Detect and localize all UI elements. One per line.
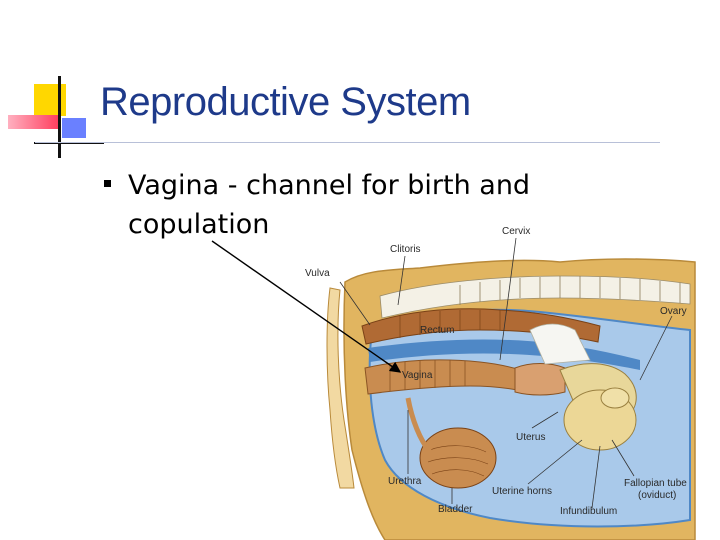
label-bladder: Bladder [438,504,473,515]
broad-ligament [529,323,591,365]
slide-title: Reproductive System [100,80,471,124]
ovary [600,387,630,409]
label-fallopian-tube: Fallopian tube [624,478,687,489]
deco-red-bar [8,115,58,129]
label-clitoris: Clitoris [390,244,421,255]
label-vagina: Vagina [402,370,433,381]
urethra [405,397,432,454]
bullet-text: Vagina - channel for birth and copulatio… [128,170,531,240]
rectum [361,308,601,345]
deco-blue-square [62,118,86,138]
reproductive-anatomy-diagram: Clitoris Cervix Vulva Ovary Rectum Vagin… [305,226,696,540]
arrow-line [211,240,402,373]
title-rule [35,142,660,143]
label-infundibulum: Infundibulum [560,506,617,517]
label-vulva: Vulva [305,268,330,279]
cervix [514,363,566,396]
label-cervix: Cervix [502,226,530,237]
bullet-marker [104,180,111,187]
tail [326,287,355,489]
label-oviduct: (oviduct) [638,490,676,501]
label-ovary: Ovary [660,306,687,317]
label-uterus: Uterus [516,432,545,443]
label-uterine-horns: Uterine horns [492,486,552,497]
deco-horizontal-line [34,142,104,144]
label-urethra: Urethra [388,476,422,487]
label-rectum: Rectum [420,325,454,336]
spine-band [379,275,691,319]
deco-vertical-line [58,76,61,158]
